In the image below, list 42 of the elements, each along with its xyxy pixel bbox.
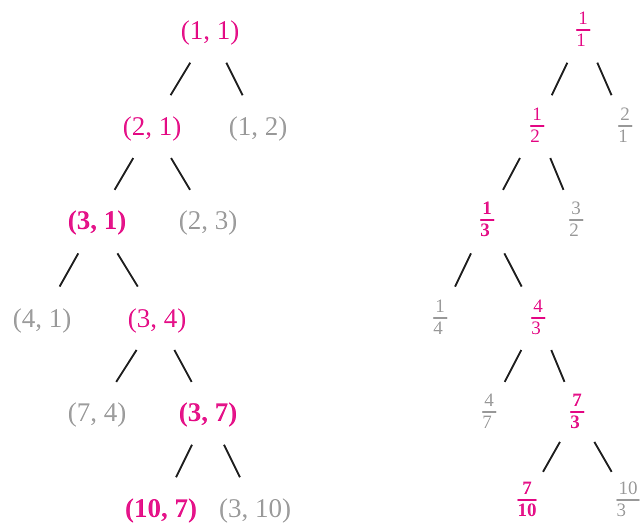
tree-branch-line [550,350,566,382]
tree-branch-line [454,252,472,288]
pair-label: (7, 4) [68,396,126,428]
pair-label: (2, 3) [178,204,238,236]
fraction: 1 1 [576,9,590,51]
tree-branch-line [596,62,612,96]
fraction: 4 3 [531,297,545,339]
pair-label: (3, 1) [68,204,126,236]
tree-branch-line [58,252,80,288]
tree-branch-line [116,252,139,288]
tree-branch-line [170,157,191,190]
tree-branch-line [550,62,568,96]
pair-label: (1, 1) [180,14,240,46]
pair-label: (3, 7) [178,396,238,428]
fraction: 10 3 [616,479,640,521]
fraction: 7 3 [570,391,584,433]
tree-branch-line [542,441,561,472]
fraction: 3 2 [569,199,583,241]
tree-branch-line [170,62,192,96]
tree-branch-line [114,157,134,190]
tree-branch-line [549,158,564,190]
tree-branch-line [225,62,244,96]
tree-branch-line [504,350,522,382]
pair-label: (3, 10) [219,492,291,523]
fraction: 1 3 [480,199,494,241]
pair-label: (2, 1) [122,110,182,142]
tree-branch-line [175,444,193,478]
pair-label: (4, 1) [12,302,72,334]
fraction: 4 7 [482,391,496,433]
tree-branch-line [115,349,138,382]
fraction: 7 10 [518,479,536,521]
pair-label: (1, 2) [228,110,288,142]
fraction: 1 2 [530,105,544,147]
pair-label: (10, 7) [125,492,197,523]
tree-branch-line [502,158,521,190]
fraction: 2 1 [618,105,632,147]
tree-branch-line [503,252,523,288]
tree-branch-line [173,349,193,382]
tree-branch-line [593,441,613,472]
pair-label: (3, 4) [128,302,186,334]
fraction: 1 4 [433,297,447,339]
tree-branch-line [223,444,241,478]
